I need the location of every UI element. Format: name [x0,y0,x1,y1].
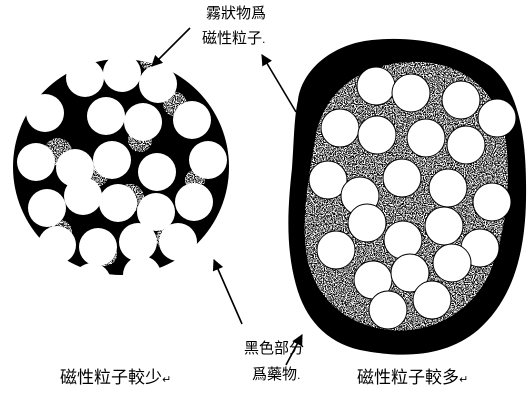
left-bead [17,143,55,181]
left-bead [119,223,157,261]
left-bead [139,65,177,103]
right-caption-text: 磁性粒子較多 [357,368,459,388]
right-bead [348,204,386,242]
left-bead [99,184,137,222]
right-bead [478,99,516,137]
right-bead [358,116,396,154]
right-bead [383,159,421,197]
left-bead [28,189,66,227]
left-bead [103,54,141,92]
matrix-label-line1-text: 黑色部分 [244,339,304,357]
left-caption-text: 磁性粒子較少 [60,368,162,388]
left-bead [124,103,162,141]
left-bead [64,177,102,215]
left-bead [189,141,227,179]
left-bead [26,94,64,132]
right-bead [429,169,467,207]
right-bead [369,291,407,329]
left-bead [38,226,76,264]
left-bead [173,101,211,139]
haze-label-line1-text: 霧狀物爲 [206,4,266,22]
right-caption: 磁性粒子較多↵ [357,370,468,387]
left-bead [87,97,125,135]
left-bead [93,141,131,179]
left-bead [79,228,117,266]
left-bead [159,223,197,261]
right-bead [392,74,430,112]
haze-label-line1: 霧狀物爲 [206,6,266,21]
right-bead [384,221,422,259]
haze-label-line2-mark: . [262,33,266,46]
left-panel [13,44,229,301]
right-bead [413,281,451,319]
left-caption: 磁性粒子較少↵ [60,370,171,387]
arrow-to-left-matrix [214,260,242,324]
matrix-label-line1: 黑色部分 [244,341,304,356]
left-caption-mark: ↵ [162,373,171,386]
left-bead [123,256,161,294]
left-bead [66,59,104,97]
left-bead [175,183,213,221]
matrix-label-line2-mark: . [297,369,301,382]
matrix-label-line2-text: 爲藥物 [252,365,297,383]
right-bead [473,183,511,221]
right-bead [317,231,355,269]
right-bead [321,109,359,147]
arrow-to-right-haze [262,55,296,112]
arrow-to-left-haze [152,28,190,66]
right-bead [425,207,463,245]
right-bead [407,119,445,157]
right-panel [288,39,526,355]
right-caption-mark: ↵ [459,373,468,386]
haze-label-line2-text: 磁性粒子 [202,29,262,47]
left-bead [73,263,111,301]
right-bead [433,244,471,282]
right-bead [447,126,485,164]
left-bead [138,153,176,191]
right-bead [442,81,480,119]
right-bead [357,67,395,105]
matrix-label-line2: 爲藥物. [252,367,301,382]
haze-label-line2: 磁性粒子. [202,31,266,46]
